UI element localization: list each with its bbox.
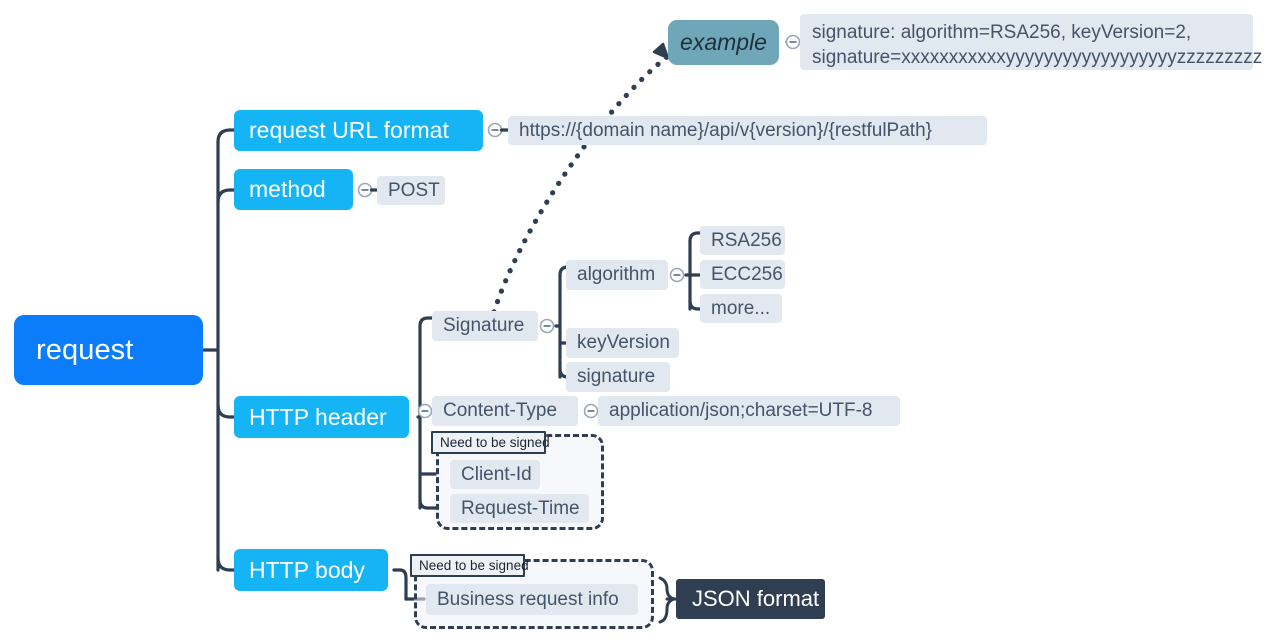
root-node-label: request: [36, 333, 134, 366]
node-algorithm-option-ecc256-label: ECC256: [711, 263, 783, 285]
branch-method-label: method: [249, 176, 326, 202]
request-url-value-text: https://{domain name}/api/v{version}/{re…: [519, 119, 932, 141]
node-json-format[interactable]: JSON format: [676, 579, 825, 619]
node-signature-field-label: signature: [577, 366, 656, 387]
node-key-version[interactable]: keyVersion: [566, 328, 679, 358]
node-algorithm-option-rsa256[interactable]: RSA256: [700, 226, 785, 255]
callout-example[interactable]: example: [668, 20, 779, 65]
branch-http-body[interactable]: HTTP body: [234, 549, 388, 591]
node-signature[interactable]: Signature: [432, 311, 538, 341]
node-content-type-value-text: application/json;charset=UTF-8: [609, 400, 873, 421]
node-algorithm-option-ecc256[interactable]: ECC256: [700, 260, 785, 289]
header-signed-boundary-label: Need to be signed: [431, 431, 550, 454]
branch-http-body-label: HTTP body: [249, 556, 365, 583]
root-node-request[interactable]: request: [14, 315, 203, 385]
node-request-time-label: Request-Time: [461, 497, 580, 519]
node-request-time[interactable]: Request-Time: [450, 494, 589, 523]
branch-http-header[interactable]: HTTP header: [234, 396, 409, 438]
callout-example-detail-line2: signature=xxxxxxxxxxxyyyyyyyyyyyyyyyyyyz…: [812, 47, 1263, 69]
node-json-format-label: JSON format: [692, 586, 820, 611]
node-client-id[interactable]: Client-Id: [450, 460, 540, 489]
node-signature-field[interactable]: signature: [566, 362, 670, 392]
branch-http-header-label: HTTP header: [249, 403, 387, 430]
node-algorithm-option-more-label: more...: [711, 297, 771, 319]
method-value-text: POST: [388, 179, 440, 201]
header-signed-boundary-label-text: Need to be signed: [440, 435, 550, 450]
node-client-id-label: Client-Id: [461, 463, 532, 485]
node-business-request-info[interactable]: Business request info: [426, 584, 638, 615]
node-algorithm[interactable]: algorithm: [566, 260, 668, 290]
node-algorithm-option-rsa256-label: RSA256: [711, 229, 782, 251]
node-content-type-label: Content-Type: [443, 400, 558, 421]
node-business-request-info-label: Business request info: [437, 588, 619, 610]
branch-method[interactable]: method: [234, 169, 353, 210]
node-content-type-value[interactable]: application/json;charset=UTF-8: [598, 396, 900, 426]
request-url-value[interactable]: https://{domain name}/api/v{version}/{re…: [508, 116, 987, 145]
body-signed-boundary-label: Need to be signed: [410, 554, 529, 577]
branch-request-url-format-label: request URL format: [249, 117, 449, 143]
node-key-version-label: keyVersion: [577, 332, 670, 353]
body-signed-boundary-label-text: Need to be signed: [419, 558, 529, 573]
callout-example-detail[interactable]: signature: algorithm=RSA256, keyVersion=…: [800, 14, 1263, 70]
node-signature-label: Signature: [443, 315, 525, 336]
method-value[interactable]: POST: [377, 176, 445, 205]
branch-request-url-format[interactable]: request URL format: [234, 110, 483, 151]
node-algorithm-label: algorithm: [577, 264, 656, 285]
callout-example-label: example: [680, 29, 767, 55]
node-content-type[interactable]: Content-Type: [432, 396, 578, 426]
callout-example-detail-line1: signature: algorithm=RSA256, keyVersion=…: [812, 22, 1192, 43]
node-algorithm-option-more[interactable]: more...: [700, 294, 782, 323]
